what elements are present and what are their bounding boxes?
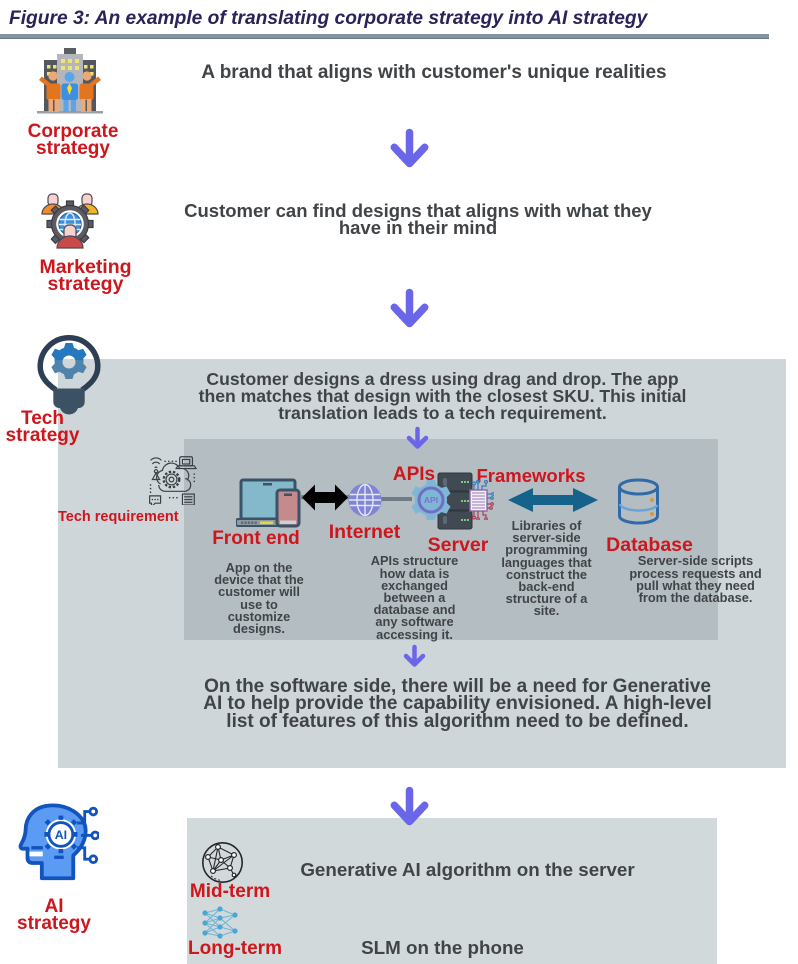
svg-text:API: API [424, 495, 438, 505]
svg-text:AI: AI [55, 828, 67, 842]
